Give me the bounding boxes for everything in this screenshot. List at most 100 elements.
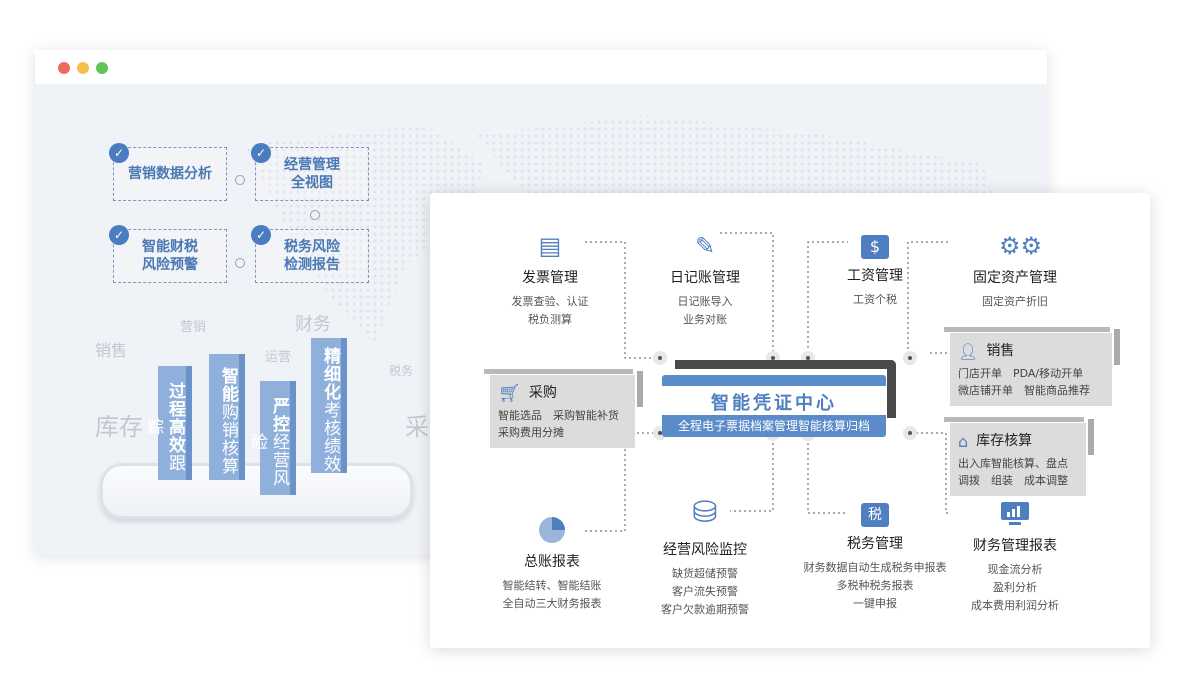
bar-bold: 严控 xyxy=(269,397,289,433)
node-desc: 一键申报 xyxy=(853,597,897,610)
node-title: 销售 xyxy=(986,342,1015,359)
node-title: 日记账管理 xyxy=(670,270,740,286)
node-title: 税务管理 xyxy=(847,536,903,552)
node-title: 财务管理报表 xyxy=(973,538,1057,554)
node-title: 经营风险监控 xyxy=(663,542,747,558)
minimize-dot[interactable] xyxy=(77,62,89,74)
center-subtitle: 全程电子票据档案管理智能核算归档 xyxy=(662,415,886,437)
node-desc: 调拨 组装 成本调整 xyxy=(958,474,1068,487)
feature-label: 营销数据分析 xyxy=(128,166,212,182)
ghost-word: 采 xyxy=(405,413,429,441)
node-fixed-assets[interactable]: ⚙⚙ 固定资产管理 固定资产折旧 xyxy=(925,231,1105,311)
node-desc: 盈利分析 xyxy=(993,581,1037,594)
close-dot[interactable] xyxy=(58,62,70,74)
node-desc: 日记账导入 xyxy=(677,295,733,308)
cart-icon: 🛒︎ xyxy=(498,382,521,404)
node-title: 采购 xyxy=(528,384,557,401)
feature-label: 经营管理 全视图 xyxy=(284,157,340,191)
feature-label: 智能财税 风险预警 xyxy=(142,239,198,273)
node-desc: 全自动三大财务报表 xyxy=(502,597,602,610)
hub-node xyxy=(903,351,917,365)
center-top-bar xyxy=(662,375,886,386)
node-desc: 客户欠款逾期预警 xyxy=(661,603,749,616)
bar-bold: 精细化 xyxy=(320,346,340,401)
node-desc: 现金流分析 xyxy=(987,563,1043,576)
node-desc: 门店开单 PDA/移动开单 xyxy=(958,367,1084,380)
node-desc: 采购费用分摊 xyxy=(498,426,564,439)
report-monitor-icon xyxy=(999,499,1031,529)
node-desc: 税负测算 xyxy=(528,313,572,326)
node-inventory[interactable]: ⌂库存核算 出入库智能核算、盘点 调拨 组装 成本调整 xyxy=(944,417,1094,496)
feature-box: 营销数据分析 xyxy=(113,147,227,201)
center-bracket xyxy=(675,360,896,418)
center-title: 智能凭证中心 xyxy=(711,393,837,414)
risk-monitor-icon: ⛁ xyxy=(692,495,718,530)
node-sales[interactable]: 👤︎销售 门店开单 PDA/移动开单 微店铺开单 智能商品推荐 xyxy=(944,327,1120,406)
node-financial-reports[interactable]: 财务管理报表 现金流分析盈利分析成本费用利润分析 xyxy=(925,499,1105,615)
node-desc: 工资个税 xyxy=(853,293,897,306)
bar-pillar: 精细化考核绩效 xyxy=(311,338,347,473)
bar-text: 购销核算 xyxy=(218,403,238,475)
ghost-word: 税务 xyxy=(389,364,414,378)
bar-bold: 智能 xyxy=(218,367,238,403)
node-invoice[interactable]: ▤ 发票管理 发票查验、认证税负测算 xyxy=(460,231,640,329)
check-icon: ✓ xyxy=(109,143,129,163)
node-salary[interactable]: $ 工资管理 工资个税 xyxy=(785,231,965,309)
node-desc: 业务对账 xyxy=(683,313,727,326)
node-desc: 缺货超储预警 xyxy=(672,567,738,580)
tax-icon: 税 xyxy=(861,503,889,527)
node-tax[interactable]: 税 税务管理 财务数据自动生成税务申报表多税种税务报表一键申报 xyxy=(785,499,965,613)
check-icon: ✓ xyxy=(251,225,271,245)
node-title: 总账报表 xyxy=(524,554,580,570)
bar-bold: 过程高效 xyxy=(165,382,185,454)
bar-pillar: 过程高效跟踪 xyxy=(143,366,192,480)
node-desc: 智能选品 采购智能补货 xyxy=(498,409,619,422)
node-title: 发票管理 xyxy=(522,270,578,286)
node-title: 固定资产管理 xyxy=(973,270,1057,286)
node-desc: 财务数据自动生成税务申报表 xyxy=(803,561,947,574)
window-titlebar xyxy=(35,50,1047,84)
gears-icon: ⚙⚙ xyxy=(999,232,1043,260)
node-title: 工资管理 xyxy=(847,268,903,284)
feature-box: 税务风险 检测报告 xyxy=(255,229,369,283)
bar-text: 考核绩效 xyxy=(320,400,340,473)
node-ledger[interactable]: 总账报表 智能结转、智能结账全自动三大财务报表 xyxy=(462,515,642,613)
connector-node xyxy=(235,258,245,268)
pie-chart-icon xyxy=(536,515,568,545)
node-desc: 成本费用利润分析 xyxy=(971,599,1059,612)
bar-pillar: 严控经营风险 xyxy=(247,381,296,495)
maximize-dot[interactable] xyxy=(96,62,108,74)
node-desc: 微店铺开单 智能商品推荐 xyxy=(958,384,1090,397)
bar-pillar: 智能购销核算 xyxy=(209,354,245,480)
feature-label: 税务风险 检测报告 xyxy=(284,239,340,273)
journal-icon: ✎ xyxy=(694,232,716,260)
hub-node xyxy=(903,426,917,440)
ghost-word: 库存 xyxy=(95,413,143,441)
dashed-connectors xyxy=(585,232,948,532)
phone-illustration xyxy=(100,463,413,519)
node-desc: 多税种税务报表 xyxy=(836,579,914,592)
salary-icon: $ xyxy=(861,235,889,259)
check-icon: ✓ xyxy=(109,225,129,245)
front-card: 智能凭证中心 全程电子票据档案管理智能核算归档 ▤ 发票管理 发票查验、认证税负… xyxy=(430,193,1150,648)
ghost-word: 销售 xyxy=(95,341,128,360)
bar-text: 经营风险 xyxy=(247,433,289,487)
check-icon: ✓ xyxy=(251,143,271,163)
feature-box: 经营管理 全视图 xyxy=(255,147,369,201)
ghost-word: 运营 xyxy=(265,350,292,365)
warehouse-icon: ⌂ xyxy=(958,431,969,451)
connector-node xyxy=(310,210,320,220)
connector-node xyxy=(235,175,245,185)
hub-node xyxy=(653,351,667,365)
feature-box: 智能财税 风险预警 xyxy=(113,229,227,283)
bar-text: 跟踪 xyxy=(143,418,185,472)
node-desc: 发票查验、认证 xyxy=(511,295,589,308)
node-purchase[interactable]: 🛒︎ 采购 智能选品 采购智能补货 采购费用分摊 xyxy=(484,369,643,448)
node-title: 库存核算 xyxy=(976,432,1033,449)
world-map-dots xyxy=(245,115,1005,425)
node-journal[interactable]: ✎ 日记账管理 日记账导入业务对账 xyxy=(615,231,795,329)
ghost-word: 营销 xyxy=(180,320,207,335)
invoice-icon: ▤ xyxy=(538,232,562,260)
node-desc: 智能结转、智能结账 xyxy=(502,579,602,592)
node-risk-monitor[interactable]: ⛁ 经营风险监控 缺货超储预警客户流失预警客户欠款逾期预警 xyxy=(615,493,795,619)
